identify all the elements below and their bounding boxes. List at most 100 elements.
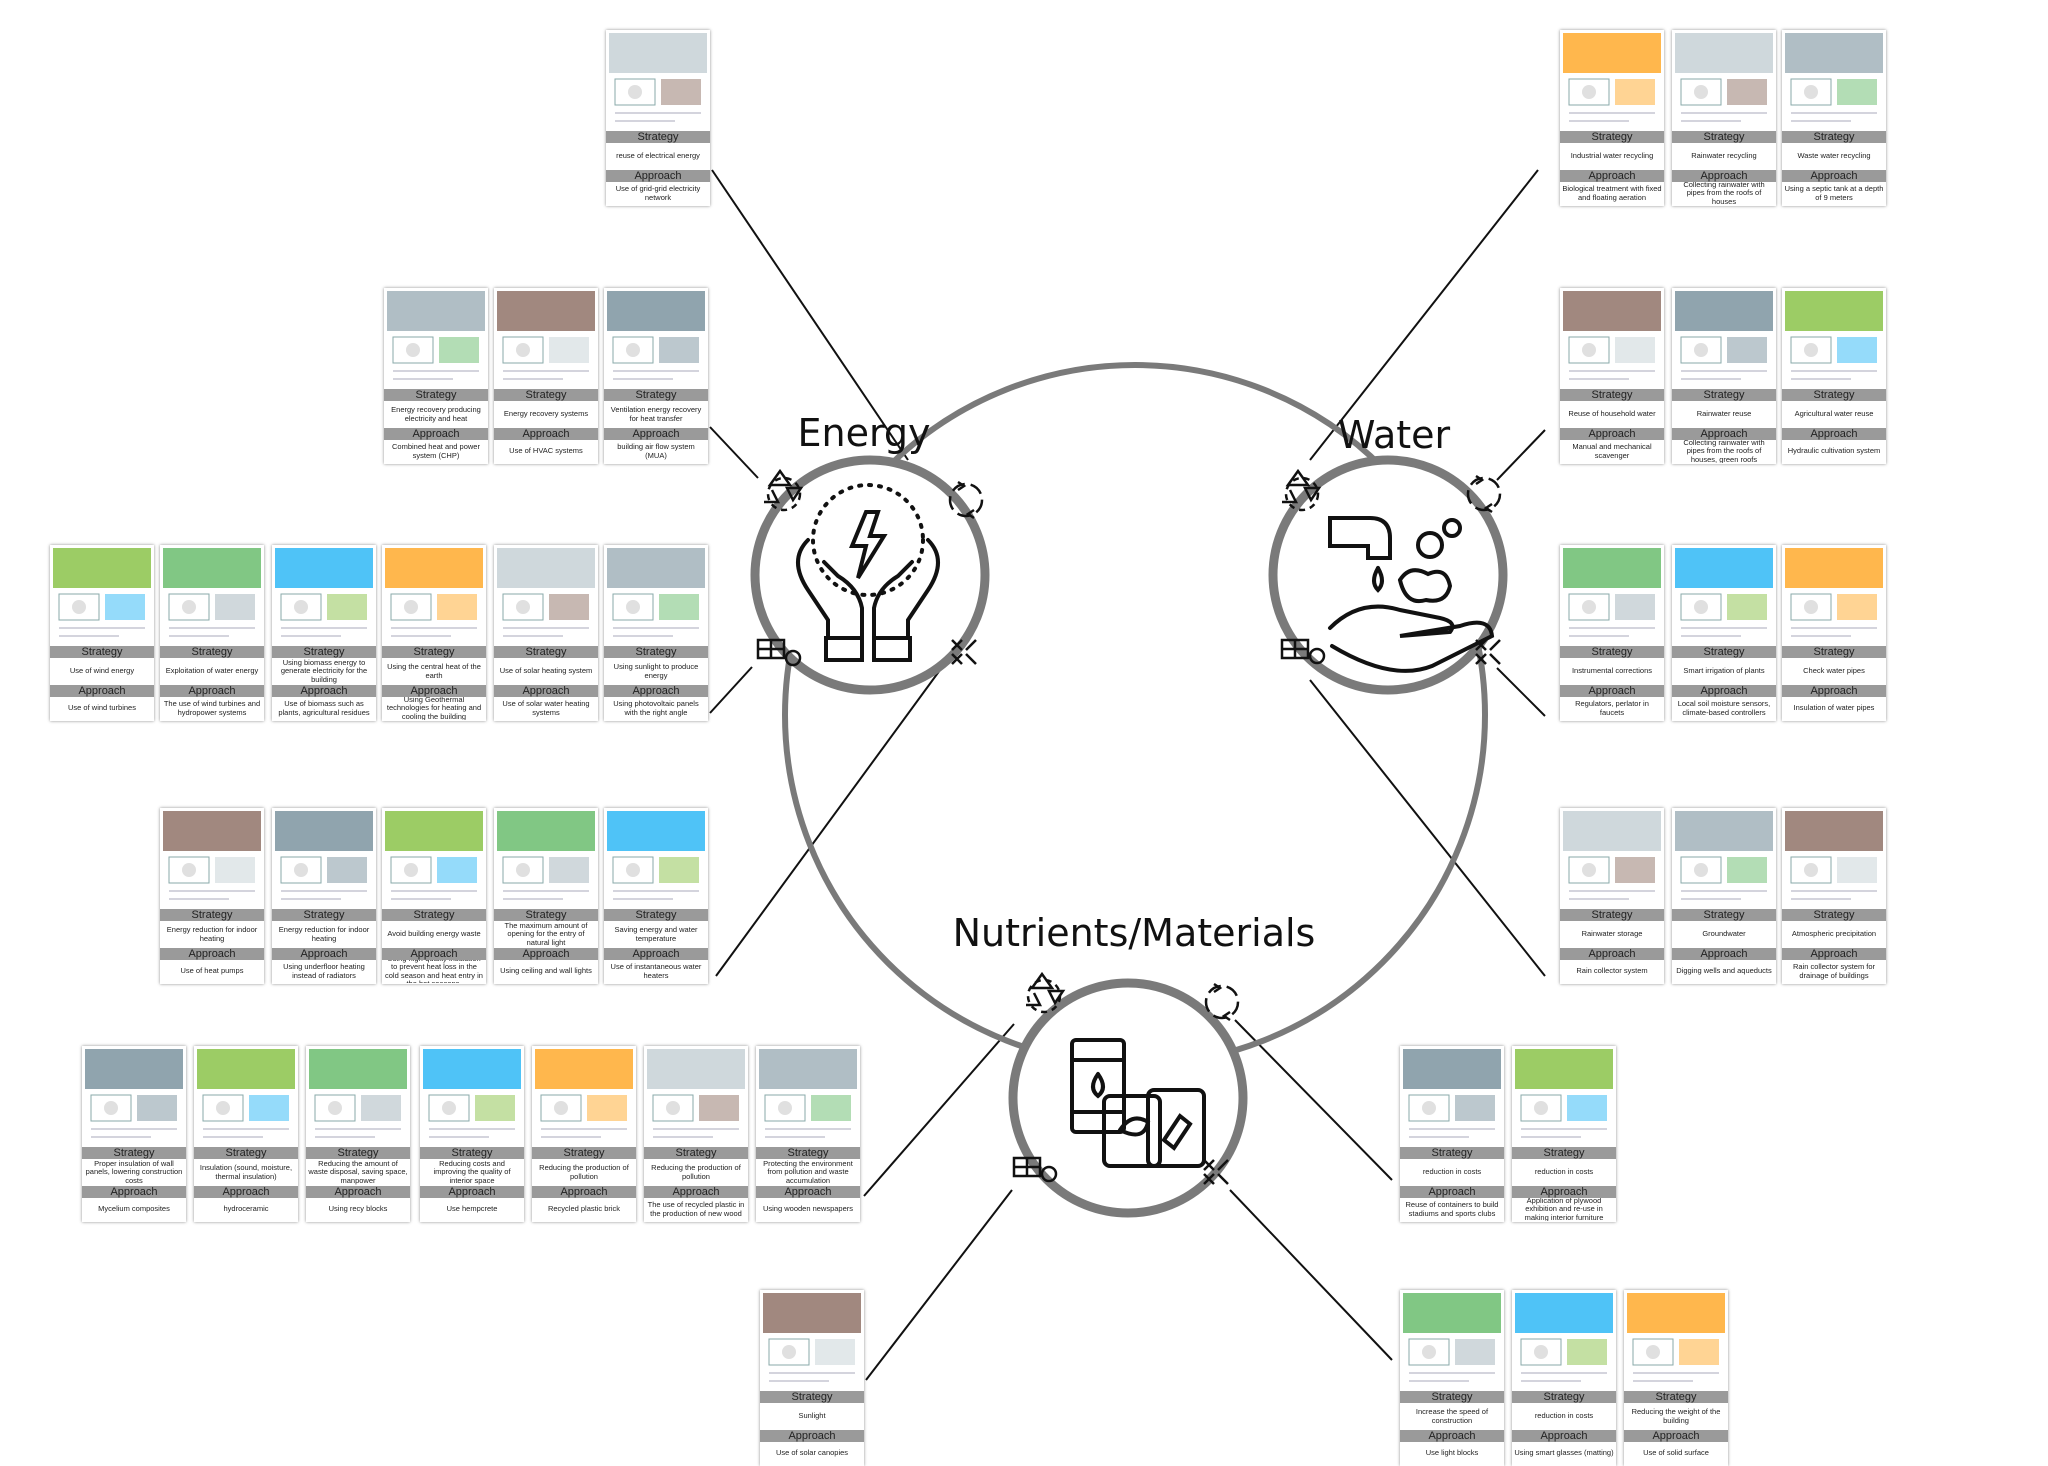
card-illustration xyxy=(1515,1049,1613,1150)
strategy-text: Insulation (sound, moisture, thermal ins… xyxy=(199,1163,293,1181)
approach-label: Approach xyxy=(1512,1186,1616,1198)
approach-label: Approach xyxy=(604,428,708,440)
card-illustration xyxy=(1675,291,1773,392)
card-illustration xyxy=(197,1049,295,1150)
solar-bulb-icon xyxy=(756,638,802,667)
approach-label: Approach xyxy=(532,1186,636,1198)
card-illustration xyxy=(607,291,705,392)
approach-label: Approach xyxy=(50,685,154,697)
card-illustration xyxy=(535,1049,633,1150)
solar-bulb-icon xyxy=(1280,638,1326,665)
refresh-icon xyxy=(1466,474,1502,514)
approach-text: Rain collector system xyxy=(1576,966,1648,976)
strategy-text: Energy recovery producing electricity an… xyxy=(391,405,481,423)
strategy-label: Strategy xyxy=(604,389,708,401)
approach-text: Use light blocks xyxy=(1425,1448,1479,1458)
card-illustration xyxy=(163,548,261,649)
card-illustration xyxy=(1785,33,1883,134)
connector-line xyxy=(865,1189,1013,1381)
card-illustration xyxy=(1785,811,1883,912)
approach-label: Approach xyxy=(1560,428,1664,440)
approach-text: Application of plywood exhibition and re… xyxy=(1524,1198,1604,1221)
card-illustration xyxy=(385,548,483,649)
approach-text: Use of solar water heating systems xyxy=(502,699,590,717)
strategy-label: Strategy xyxy=(1782,909,1886,921)
strategy-label: Strategy xyxy=(382,646,486,658)
card-illustration xyxy=(275,548,373,649)
card-illustration xyxy=(763,1293,861,1394)
approach-label: Approach xyxy=(194,1186,298,1198)
strategy-label: Strategy xyxy=(606,131,710,143)
energy-hub-circle xyxy=(750,455,990,695)
card-illustration xyxy=(1675,548,1773,649)
recycle-icon xyxy=(1282,468,1322,512)
card-illustration xyxy=(1675,811,1773,912)
approach-text: Collecting rainwater with pipes from the… xyxy=(1683,182,1765,205)
strategy-text: Exploitation of water energy xyxy=(165,666,259,676)
approach-label: Approach xyxy=(756,1186,860,1198)
approach-label: Approach xyxy=(1560,170,1664,182)
card-illustration xyxy=(1563,33,1661,134)
refresh-icon xyxy=(948,480,984,520)
connector-line xyxy=(1496,429,1546,481)
card-illustration xyxy=(609,33,707,134)
approach-label: Approach xyxy=(160,685,264,697)
strategy-text: Use of wind energy xyxy=(69,666,135,676)
approach-label: Approach xyxy=(1624,1430,1728,1442)
connector-lines xyxy=(709,169,1546,1381)
strategy-text: Reducing the production of pollution xyxy=(651,1163,741,1181)
strategy-text: reuse of electrical energy xyxy=(616,151,700,161)
strategy-label: Strategy xyxy=(1672,909,1776,921)
strategy-label: Strategy xyxy=(1782,389,1886,401)
strategy-label: Strategy xyxy=(604,646,708,658)
approach-label: Approach xyxy=(1672,948,1776,960)
connector-line xyxy=(1496,667,1546,717)
strategy-label: Strategy xyxy=(306,1147,410,1159)
strategy-label: Strategy xyxy=(1672,131,1776,143)
approach-text: Combined heat and power system (CHP) xyxy=(392,442,480,460)
connector-line xyxy=(1229,1189,1393,1361)
strategy-text: Proper insulation of wall panels, loweri… xyxy=(85,1159,183,1185)
strategy-text: Ventilation energy recovery for heat tra… xyxy=(610,405,702,423)
card-illustration xyxy=(497,291,595,392)
card-illustration xyxy=(423,1049,521,1150)
approach-label: Approach xyxy=(382,948,486,960)
card-illustration xyxy=(1785,548,1883,649)
approach-text: Using a septic tank at a depth of 9 mete… xyxy=(1784,184,1884,202)
compress-arrows-icon xyxy=(1475,639,1501,665)
approach-label: Approach xyxy=(382,685,486,697)
approach-label: Approach xyxy=(606,170,710,182)
approach-text: Using Geothermal technologies for heatin… xyxy=(386,697,482,720)
strategy-label: Strategy xyxy=(760,1391,864,1403)
connector-line xyxy=(863,1023,1015,1197)
approach-text: Use of wind turbines xyxy=(68,703,136,713)
approach-text: Use hempcrete xyxy=(446,1204,498,1214)
approach-label: Approach xyxy=(494,428,598,440)
strategy-text: Groundwater xyxy=(1702,929,1746,939)
strategy-label: Strategy xyxy=(272,909,376,921)
barrel-bags-icon xyxy=(1070,1038,1206,1168)
strategy-label: Strategy xyxy=(644,1147,748,1159)
strategy-label: Strategy xyxy=(1512,1391,1616,1403)
approach-text: The use of wind turbines and hydropower … xyxy=(163,699,261,717)
approach-text: Use of grid-grid electricity network xyxy=(615,184,701,202)
strategy-label: Strategy xyxy=(494,646,598,658)
strategy-label: Strategy xyxy=(1672,389,1776,401)
approach-text: Mycelium composites xyxy=(98,1204,170,1214)
